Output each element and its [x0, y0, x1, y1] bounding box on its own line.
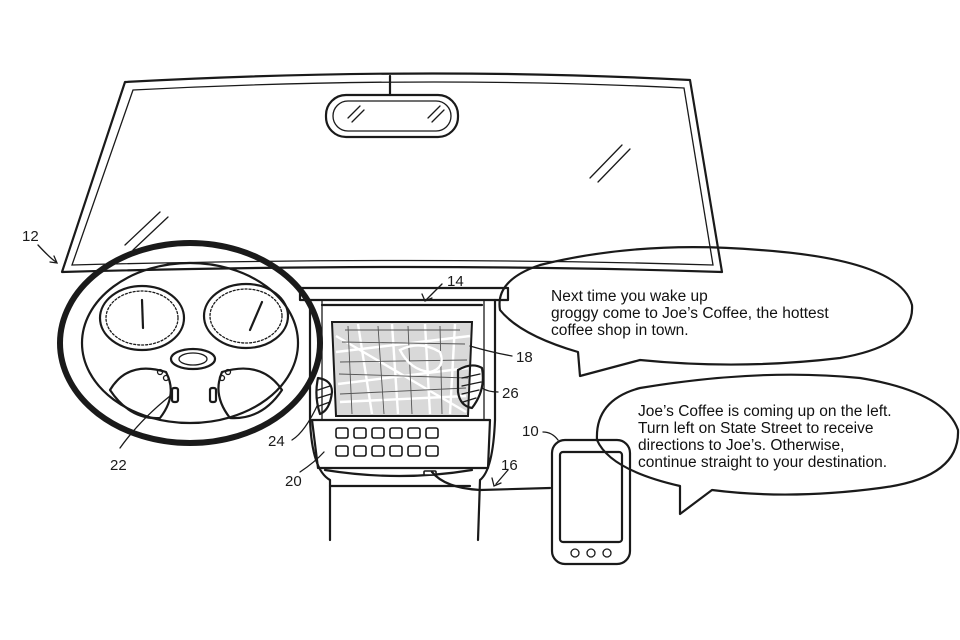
bubble-top-line: coffee shop in town.: [551, 322, 689, 339]
keypad: [335, 427, 439, 476]
speech-bubble-bottom: [595, 373, 960, 516]
ref-keypad: 20: [285, 473, 302, 490]
ref-map-screen: 18: [516, 349, 533, 366]
speech-bubble-top: [498, 246, 914, 378]
air-vent-left: [315, 376, 334, 416]
ref-dash-display: 14: [447, 273, 464, 290]
rearview-mirror: [324, 74, 460, 139]
ref-vehicle: 12: [22, 228, 39, 245]
bubble-bottom-line: continue straight to your destination.: [638, 454, 888, 471]
ref-vent-right: 26: [502, 385, 519, 402]
bubble-top-text: Next time you wake up groggy come to Joe…: [551, 288, 829, 339]
bubble-top-line: groggy come to Joe’s Coffee, the hottest: [551, 305, 829, 322]
ref-wheel-controls: 22: [110, 457, 127, 474]
device-cable: [430, 470, 552, 492]
mobile-phone: [550, 438, 632, 566]
leader-lines: [37, 244, 559, 487]
bubble-top-line: Next time you wake up: [551, 288, 708, 305]
bubble-bottom-line: directions to Joe’s. Otherwise,: [638, 437, 845, 454]
steering-wheel: [57, 240, 323, 446]
bubble-bottom-line: Turn left on State Street to receive: [638, 420, 874, 437]
bubble-bottom-text: Joe’s Coffee is coming up on the left. T…: [638, 403, 892, 471]
ref-device: 10: [522, 423, 539, 440]
bubble-bottom-line: Joe’s Coffee is coming up on the left.: [638, 403, 892, 420]
ref-vent-left: 24: [268, 433, 285, 450]
ref-cable: 16: [501, 457, 518, 474]
air-vent-right: [456, 364, 484, 410]
windshield: [60, 72, 724, 274]
map-screen: [330, 321, 474, 417]
